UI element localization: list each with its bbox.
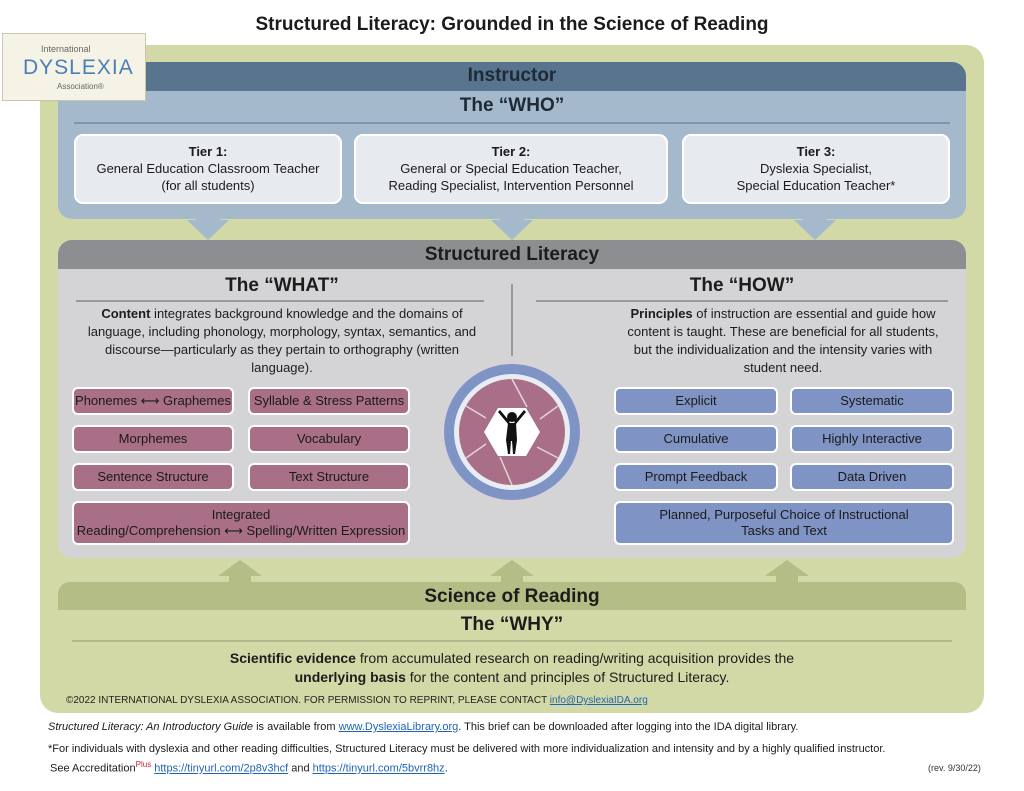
how-title: The “HOW” bbox=[689, 275, 795, 296]
tier-1-name: Tier 1: bbox=[188, 144, 228, 159]
what-item: Phonemes ⟷ Graphemes bbox=[72, 387, 234, 415]
tier-2-card: Tier 2: General or Special Education Tea… bbox=[354, 134, 668, 204]
what-title: The “WHAT” bbox=[225, 275, 339, 296]
copyright-line: ©2022 INTERNATIONAL DYSLEXIA ASSOCIATION… bbox=[66, 695, 648, 706]
who-divider bbox=[74, 122, 950, 124]
why-bold-1: Scientific evidence bbox=[229, 650, 356, 666]
tier-2-line2: Reading Specialist, Intervention Personn… bbox=[388, 178, 634, 193]
what-item: Morphemes bbox=[72, 425, 234, 453]
logo-line-association: Association® bbox=[57, 82, 104, 91]
contact-email-link[interactable]: info@DyslexiaIDA.org bbox=[549, 695, 648, 706]
how-item: Cumulative bbox=[614, 425, 778, 453]
up-arrow-stem-3 bbox=[776, 575, 798, 583]
down-arrow-icon bbox=[794, 220, 836, 240]
what-wide-line1: Integrated bbox=[211, 507, 271, 522]
up-arrow-stem-1 bbox=[229, 575, 251, 583]
tinyurl-link-2[interactable]: https://tinyurl.com/5bvrr8hz bbox=[312, 762, 445, 775]
guide-note: Structured Literacy: An Introductory Gui… bbox=[48, 721, 798, 733]
science-header: Science of Reading bbox=[424, 586, 600, 607]
why-paragraph: Scientific evidence from accumulated res… bbox=[110, 649, 914, 687]
reader-aperture-icon bbox=[444, 364, 580, 500]
tinyurl-link-1[interactable]: https://tinyurl.com/2p8v3hcf bbox=[154, 762, 289, 775]
tier-1-line1: General Education Classroom Teacher bbox=[96, 161, 320, 176]
page-title: Structured Literacy: Grounded in the Sci… bbox=[255, 14, 769, 35]
who-panel: Instructor The “WHO” Tier 1: General Edu… bbox=[58, 62, 966, 219]
how-item: Data Driven bbox=[790, 463, 954, 491]
who-header-bar bbox=[58, 62, 966, 91]
plus-superscript: Plus bbox=[135, 760, 152, 769]
up-arrow-icon bbox=[490, 560, 534, 576]
tier-1-line2: (for all students) bbox=[161, 178, 255, 193]
what-text: integrates background knowledge and the … bbox=[87, 306, 477, 375]
how-paragraph: Principles of instruction are essential … bbox=[618, 305, 948, 377]
sl-header-bar bbox=[58, 240, 966, 269]
how-wide-line1: Planned, Purposeful Choice of Instructio… bbox=[659, 507, 909, 522]
why-bold-2: underlying basis bbox=[294, 669, 406, 685]
science-header-bar bbox=[58, 582, 966, 610]
how-planned-item: Planned, Purposeful Choice of Instructio… bbox=[614, 501, 954, 545]
who-header: Instructor bbox=[467, 65, 557, 86]
tier-3-card: Tier 3: Dyslexia Specialist, Special Edu… bbox=[682, 134, 950, 204]
logo-line-dyslexia: DYSLEXIA bbox=[23, 56, 134, 79]
up-arrow-icon bbox=[218, 560, 262, 576]
up-arrow-stem-2 bbox=[501, 575, 523, 583]
tier-3-line2: Special Education Teacher* bbox=[736, 178, 896, 193]
who-subheader: The “WHO” bbox=[459, 95, 565, 116]
what-item: Sentence Structure bbox=[72, 463, 234, 491]
what-paragraph: Content integrates background knowledge … bbox=[76, 305, 488, 377]
accreditation-note: See AccreditationPlus https://tinyurl.co… bbox=[50, 760, 448, 775]
tier-3-name: Tier 3: bbox=[796, 144, 836, 159]
what-item: Text Structure bbox=[248, 463, 410, 491]
tier-2-line1: General or Special Education Teacher, bbox=[400, 161, 622, 176]
ida-logo: International DYSLEXIA Association® bbox=[2, 33, 146, 101]
how-item: Prompt Feedback bbox=[614, 463, 778, 491]
how-divider bbox=[536, 300, 948, 302]
structured-literacy-panel: Structured Literacy The “WHAT” Content i… bbox=[58, 240, 966, 558]
what-divider bbox=[76, 300, 484, 302]
what-item: Vocabulary bbox=[248, 425, 410, 453]
what-wide-line2: Reading/Comprehension ⟷ Spelling/Written… bbox=[76, 523, 406, 538]
sl-header: Structured Literacy bbox=[424, 244, 600, 265]
why-divider bbox=[72, 640, 952, 642]
guide-mid: is available from bbox=[253, 721, 339, 733]
copyright-text: ©2022 INTERNATIONAL DYSLEXIA ASSOCIATION… bbox=[66, 695, 550, 706]
down-arrow-icon bbox=[491, 220, 533, 240]
tier-2-name: Tier 2: bbox=[491, 144, 531, 159]
how-item: Highly Interactive bbox=[790, 425, 954, 453]
why-text-2: for the content and principles of Struct… bbox=[405, 669, 730, 685]
what-lead: Content bbox=[101, 306, 151, 321]
tier-3-line1: Dyslexia Specialist, bbox=[760, 161, 872, 176]
see-accreditation: See Accreditation bbox=[50, 762, 136, 775]
what-integrated-item: Integrated Reading/Comprehension ⟷ Spell… bbox=[72, 501, 410, 545]
what-item: Syllable & Stress Patterns bbox=[248, 387, 410, 415]
how-text: of instruction are essential and guide h… bbox=[627, 306, 939, 375]
library-link[interactable]: www.DyslexiaLibrary.org bbox=[338, 721, 459, 733]
why-subheader: The “WHY” bbox=[460, 614, 564, 635]
revision-date: (rev. 9/30/22) bbox=[928, 763, 981, 773]
how-wide-line2: Tasks and Text bbox=[741, 523, 827, 538]
period: . bbox=[444, 762, 448, 775]
up-arrow-icon bbox=[765, 560, 809, 576]
and-text: and bbox=[288, 762, 313, 775]
why-text-1: from accumulated research on reading/wri… bbox=[355, 650, 795, 666]
center-divider bbox=[511, 284, 513, 356]
footnote: *For individuals with dyslexia and other… bbox=[48, 743, 886, 755]
how-item: Systematic bbox=[790, 387, 954, 415]
tier-1-card: Tier 1: General Education Classroom Teac… bbox=[74, 134, 342, 204]
guide-title: Structured Literacy: An Introductory Gui… bbox=[48, 721, 254, 733]
how-lead: Principles bbox=[630, 306, 693, 321]
logo-line-international: International bbox=[41, 44, 91, 54]
down-arrow-icon bbox=[187, 220, 229, 240]
guide-end: . This brief can be downloaded after log… bbox=[458, 721, 799, 733]
how-item: Explicit bbox=[614, 387, 778, 415]
